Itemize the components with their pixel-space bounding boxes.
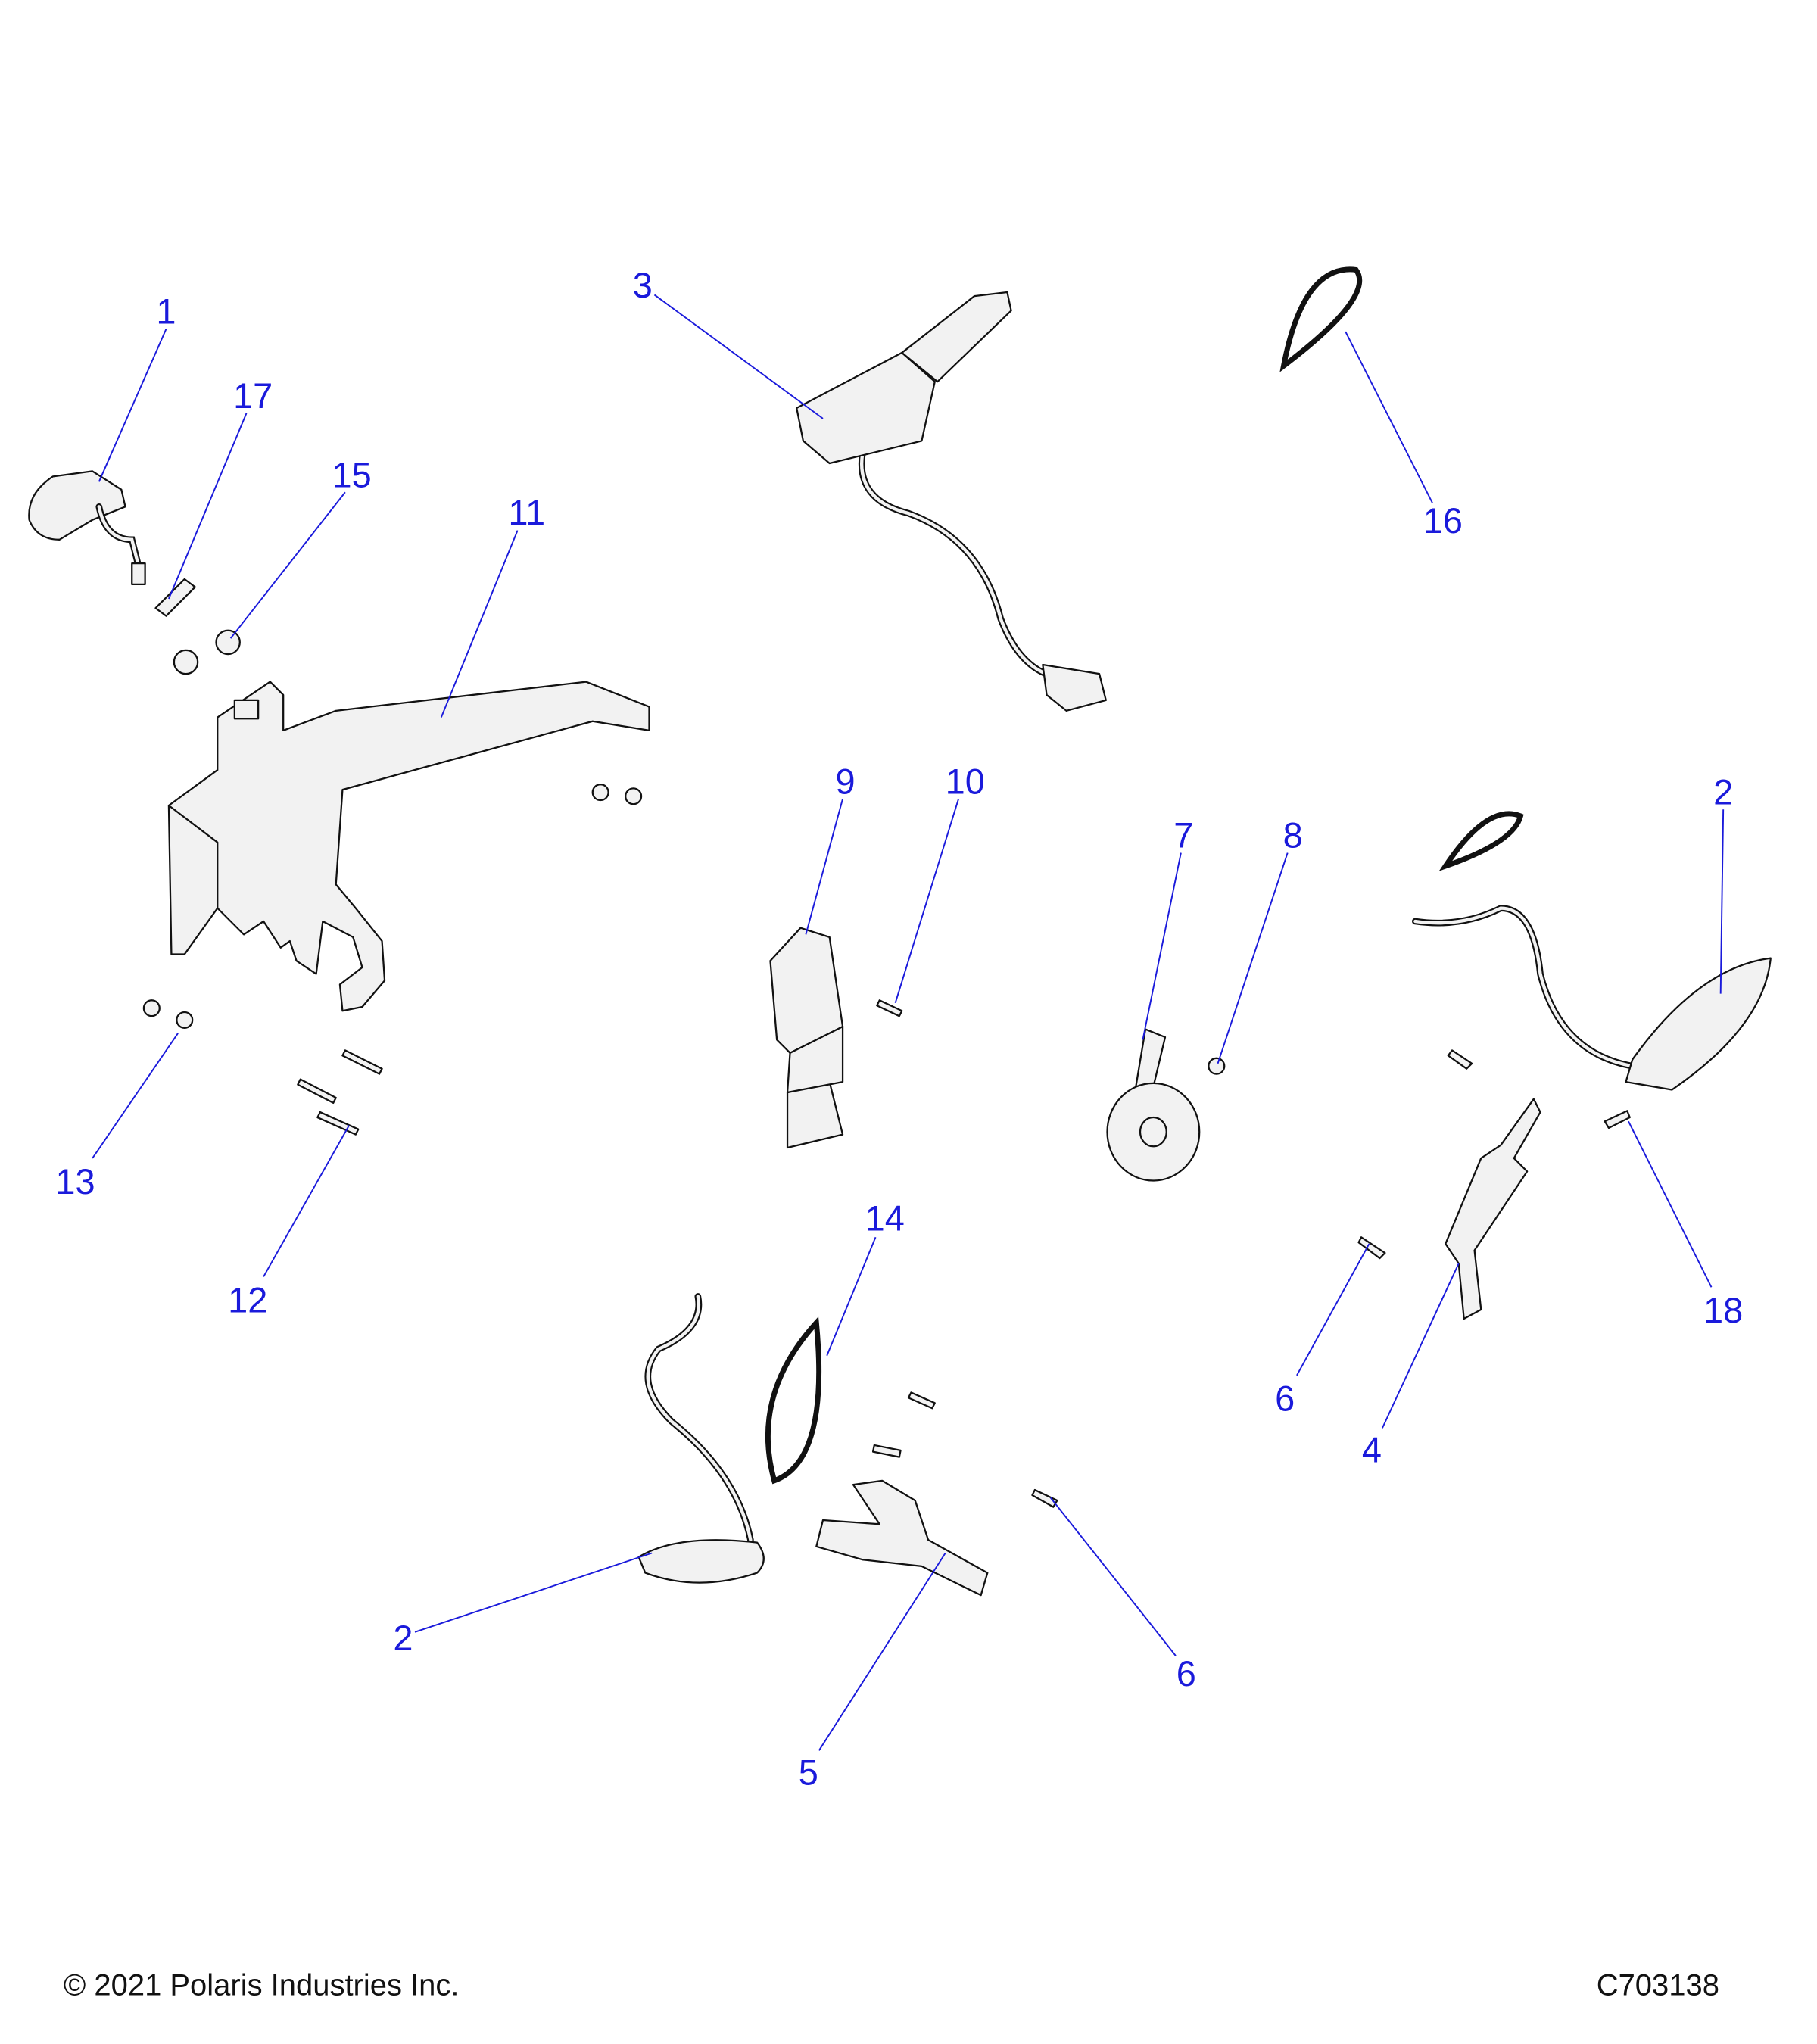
part-7-horn: [1106, 1028, 1201, 1182]
part-11-bracket: [167, 681, 650, 1012]
callout-3: 3: [633, 266, 653, 305]
callout-10: 10: [946, 762, 985, 801]
copyright-text: © 2021 Polaris Industries Inc.: [64, 1969, 460, 2002]
part-4-bracket: [1445, 1098, 1541, 1320]
callout-6-right: 6: [1275, 1379, 1295, 1419]
callout-6-bottom: 6: [1177, 1654, 1196, 1693]
part-16-strap: [1279, 266, 1363, 372]
callout-8: 8: [1283, 816, 1303, 855]
callout-5: 5: [799, 1753, 818, 1793]
part-2-turn-signal-left: [637, 1293, 765, 1584]
callout-18: 18: [1703, 1291, 1743, 1330]
callout-7: 7: [1173, 816, 1193, 855]
callout-2-right: 2: [1713, 772, 1733, 812]
callout-13: 13: [55, 1162, 95, 1201]
callout-17: 17: [233, 376, 273, 416]
callout-12: 12: [228, 1280, 267, 1320]
callout-16: 16: [1423, 501, 1463, 541]
drawing-number: C703138: [1597, 1969, 1719, 2002]
part-5-bracket: [815, 1479, 989, 1597]
part-17-clip: [154, 578, 196, 617]
callout-1: 1: [156, 292, 176, 332]
part-15-grommets: [173, 629, 241, 675]
callout-4: 4: [1362, 1431, 1382, 1470]
part-2-turn-signal-right: [1412, 811, 1772, 1091]
callout-15: 15: [332, 455, 371, 494]
part-3-switch: [796, 291, 1107, 712]
callout-14: 14: [865, 1199, 905, 1239]
callout-2-bottom: 2: [393, 1619, 413, 1658]
callout-11: 11: [508, 494, 545, 533]
leader-lines: [92, 294, 1725, 1751]
part-1-light-assembly: [28, 470, 146, 586]
part-9-module: [769, 927, 844, 1149]
part-fasteners: [142, 784, 1631, 1508]
callout-9: 9: [835, 762, 855, 801]
part-14-strap: [765, 1316, 822, 1485]
